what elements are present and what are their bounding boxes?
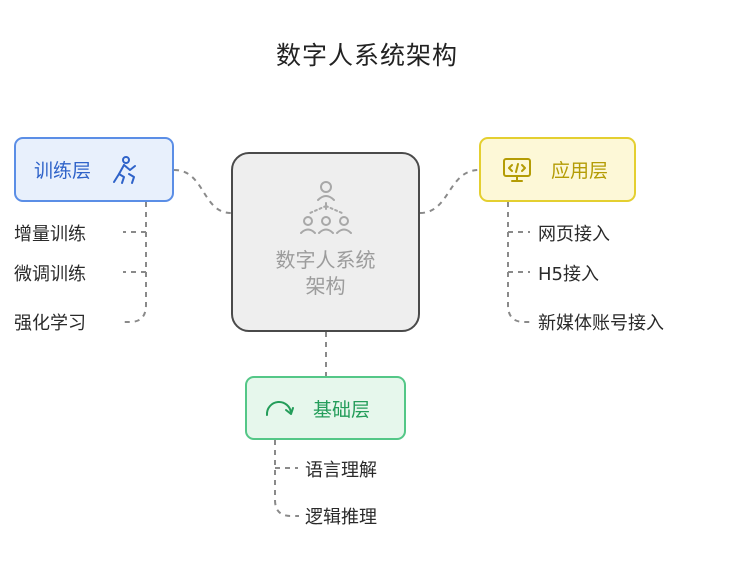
- center-node[interactable]: 数字人系统 架构: [231, 152, 420, 332]
- center-label-line2: 架构: [305, 274, 346, 298]
- foundation-layer-box[interactable]: 基础层: [245, 376, 406, 440]
- foundation-layer-label: 基础层: [313, 398, 371, 421]
- training-item-rl: 强化学习: [14, 313, 86, 334]
- training-item-finetune: 微调训练: [14, 264, 86, 285]
- rotate-arrow-icon: [263, 395, 295, 421]
- application-item-new-media: 新媒体账号接入: [538, 313, 664, 334]
- application-item-web: 网页接入: [538, 224, 610, 245]
- foundation-item-language: 语言理解: [305, 460, 377, 481]
- training-item-incremental: 增量训练: [14, 224, 86, 245]
- training-layer-box[interactable]: 训练层: [14, 137, 174, 202]
- application-item-h5: H5接入: [538, 264, 599, 285]
- application-layer-label: 应用层: [551, 160, 609, 182]
- training-layer-label: 训练层: [34, 160, 92, 182]
- monitor-code-icon: [501, 155, 533, 185]
- diagram-title: 数字人系统架构: [275, 41, 458, 70]
- application-layer-box[interactable]: 应用层: [479, 137, 636, 202]
- person-training-icon: [109, 155, 139, 185]
- center-label-line1: 数字人系统: [275, 248, 376, 272]
- foundation-item-reasoning: 逻辑推理: [305, 507, 377, 528]
- center-label: 数字人系统 架构: [233, 247, 418, 299]
- people-hierarchy-icon: [298, 179, 354, 237]
